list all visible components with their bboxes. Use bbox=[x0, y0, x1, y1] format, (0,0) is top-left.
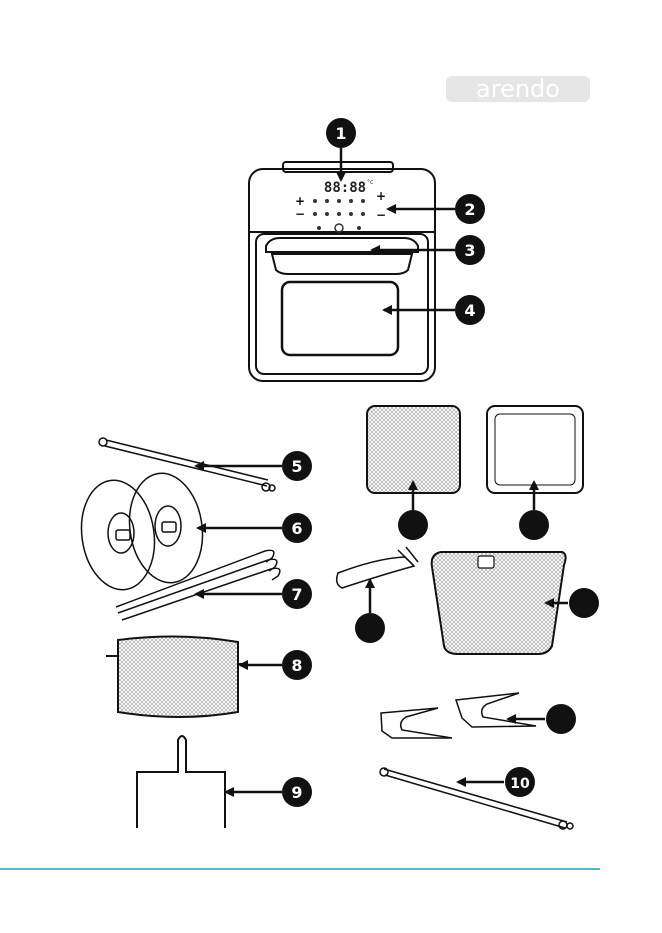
callout-6: 6 bbox=[282, 513, 312, 543]
rotisserie-discs bbox=[75, 469, 210, 595]
svg-text:4: 4 bbox=[464, 301, 475, 320]
oven-display-unit: °c bbox=[367, 179, 373, 186]
callout-3: 3 bbox=[455, 235, 485, 265]
callout-handle bbox=[355, 613, 385, 643]
second-rod bbox=[380, 768, 573, 829]
time-plus-icon: + bbox=[376, 189, 386, 203]
callout-8: 8 bbox=[282, 650, 312, 680]
callout-5: 5 bbox=[282, 451, 312, 481]
callout-1: 1 bbox=[326, 118, 356, 148]
temp-plus-icon: + bbox=[295, 194, 305, 208]
svg-text:2: 2 bbox=[464, 200, 475, 219]
svg-text:5: 5 bbox=[291, 457, 302, 476]
temp-minus-icon: − bbox=[295, 207, 305, 221]
svg-text:6: 6 bbox=[291, 519, 302, 538]
power-button-icon bbox=[335, 224, 343, 232]
basket-handle bbox=[337, 547, 418, 588]
svg-text:1: 1 bbox=[335, 124, 346, 143]
fry-basket bbox=[432, 552, 566, 654]
drip-tray bbox=[487, 406, 583, 493]
svg-text:7: 7 bbox=[291, 585, 302, 604]
rotisserie-basket bbox=[106, 636, 248, 717]
callout-4: 4 bbox=[455, 295, 485, 325]
svg-text:8: 8 bbox=[291, 656, 302, 675]
svg-text:3: 3 bbox=[464, 241, 475, 260]
mesh-tray bbox=[367, 406, 460, 493]
svg-text:9: 9 bbox=[291, 783, 302, 802]
oven-display-readout: 88:88 bbox=[324, 180, 366, 196]
callout-drip-tray bbox=[519, 510, 549, 540]
callout-9: 9 bbox=[282, 777, 312, 807]
callout-7: 7 bbox=[282, 579, 312, 609]
callout-2: 2 bbox=[455, 194, 485, 224]
time-minus-icon: − bbox=[376, 208, 386, 222]
callout-forks bbox=[546, 704, 576, 734]
callout-fry-basket bbox=[569, 588, 599, 618]
brand-logo: arendo bbox=[446, 75, 590, 103]
callout-10: 10 bbox=[505, 767, 535, 797]
rotisserie-forks bbox=[381, 693, 536, 738]
svg-text:10: 10 bbox=[510, 776, 530, 792]
removal-tool bbox=[137, 736, 225, 828]
callout-mesh-tray bbox=[398, 510, 428, 540]
oven-control-panel: 88:88 °c + − + − bbox=[295, 179, 386, 232]
program-icons bbox=[313, 199, 365, 230]
brand-logo-text: arendo bbox=[476, 75, 560, 103]
